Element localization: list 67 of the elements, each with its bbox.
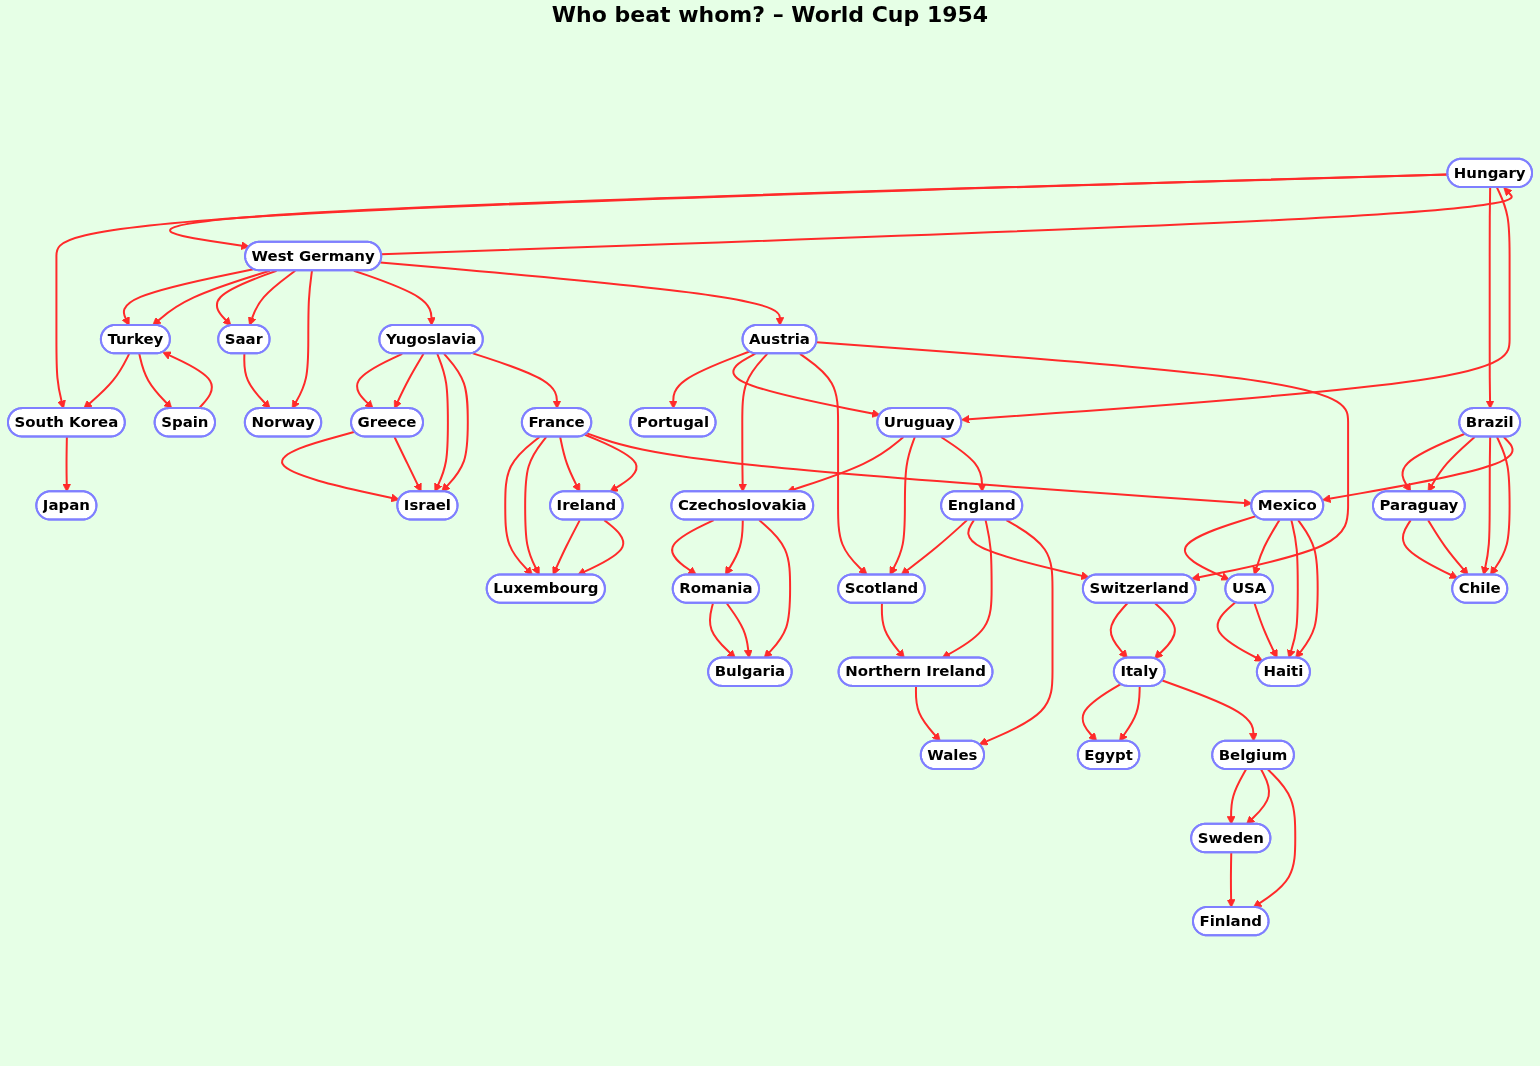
arrow <box>1109 602 1129 659</box>
arrow <box>138 352 173 409</box>
arrow <box>1427 436 1476 493</box>
arrow <box>1246 768 1271 825</box>
arrow <box>900 519 969 576</box>
arrow <box>798 352 868 576</box>
arrow <box>393 436 422 493</box>
arrow <box>1401 519 1459 579</box>
arrow <box>584 433 638 493</box>
arrow <box>967 519 1090 580</box>
arrow <box>1226 768 1247 825</box>
arrow <box>291 269 313 409</box>
arrow <box>1161 679 1258 742</box>
arrow <box>356 352 404 409</box>
arrow <box>1485 186 1495 409</box>
arrow <box>941 519 993 659</box>
arrow <box>281 430 400 503</box>
arrow <box>668 350 751 409</box>
arrow <box>1401 432 1466 493</box>
arrow <box>393 352 425 409</box>
arrow <box>552 519 581 576</box>
diagram-title: Who beat whom? – World Cup 1954 <box>551 1 989 29</box>
arrow <box>352 269 436 326</box>
arrow <box>1253 602 1278 659</box>
arrow <box>1287 519 1299 659</box>
arrow <box>738 352 769 493</box>
arrow <box>248 269 297 326</box>
arrow <box>725 519 744 576</box>
arrow <box>1490 436 1511 576</box>
arrow <box>121 268 255 326</box>
arrow <box>1322 436 1514 503</box>
arrow <box>434 352 449 493</box>
arrow <box>379 261 785 326</box>
arrow <box>1226 851 1236 908</box>
arrow <box>1481 436 1492 576</box>
arrow <box>1119 685 1141 742</box>
arrow <box>708 602 736 659</box>
arrow <box>671 519 715 576</box>
arrow <box>1295 519 1319 659</box>
arrow <box>978 519 1054 746</box>
arrow <box>940 436 987 493</box>
arrow <box>1183 515 1258 581</box>
arrow <box>243 352 271 409</box>
arrow <box>758 519 792 659</box>
arrow <box>1427 519 1469 576</box>
arrow <box>914 685 941 742</box>
arrow <box>725 602 753 659</box>
arrow <box>1154 602 1176 659</box>
arrow <box>471 352 562 409</box>
arrow <box>1252 519 1281 576</box>
arrow <box>1081 683 1122 742</box>
arrow <box>732 352 881 418</box>
arrow <box>577 519 625 576</box>
arrow <box>559 436 581 493</box>
arrow <box>961 186 1511 424</box>
arrow <box>162 351 213 410</box>
arrow <box>83 352 131 409</box>
arrow <box>62 436 72 493</box>
arrow <box>215 269 278 326</box>
arrow <box>152 269 271 326</box>
arrow <box>889 436 916 576</box>
arrow <box>1252 768 1297 908</box>
arrow <box>1216 601 1264 662</box>
arrow <box>504 436 541 576</box>
arrow <box>441 352 469 493</box>
arrow <box>880 602 905 659</box>
arrow <box>524 436 548 576</box>
